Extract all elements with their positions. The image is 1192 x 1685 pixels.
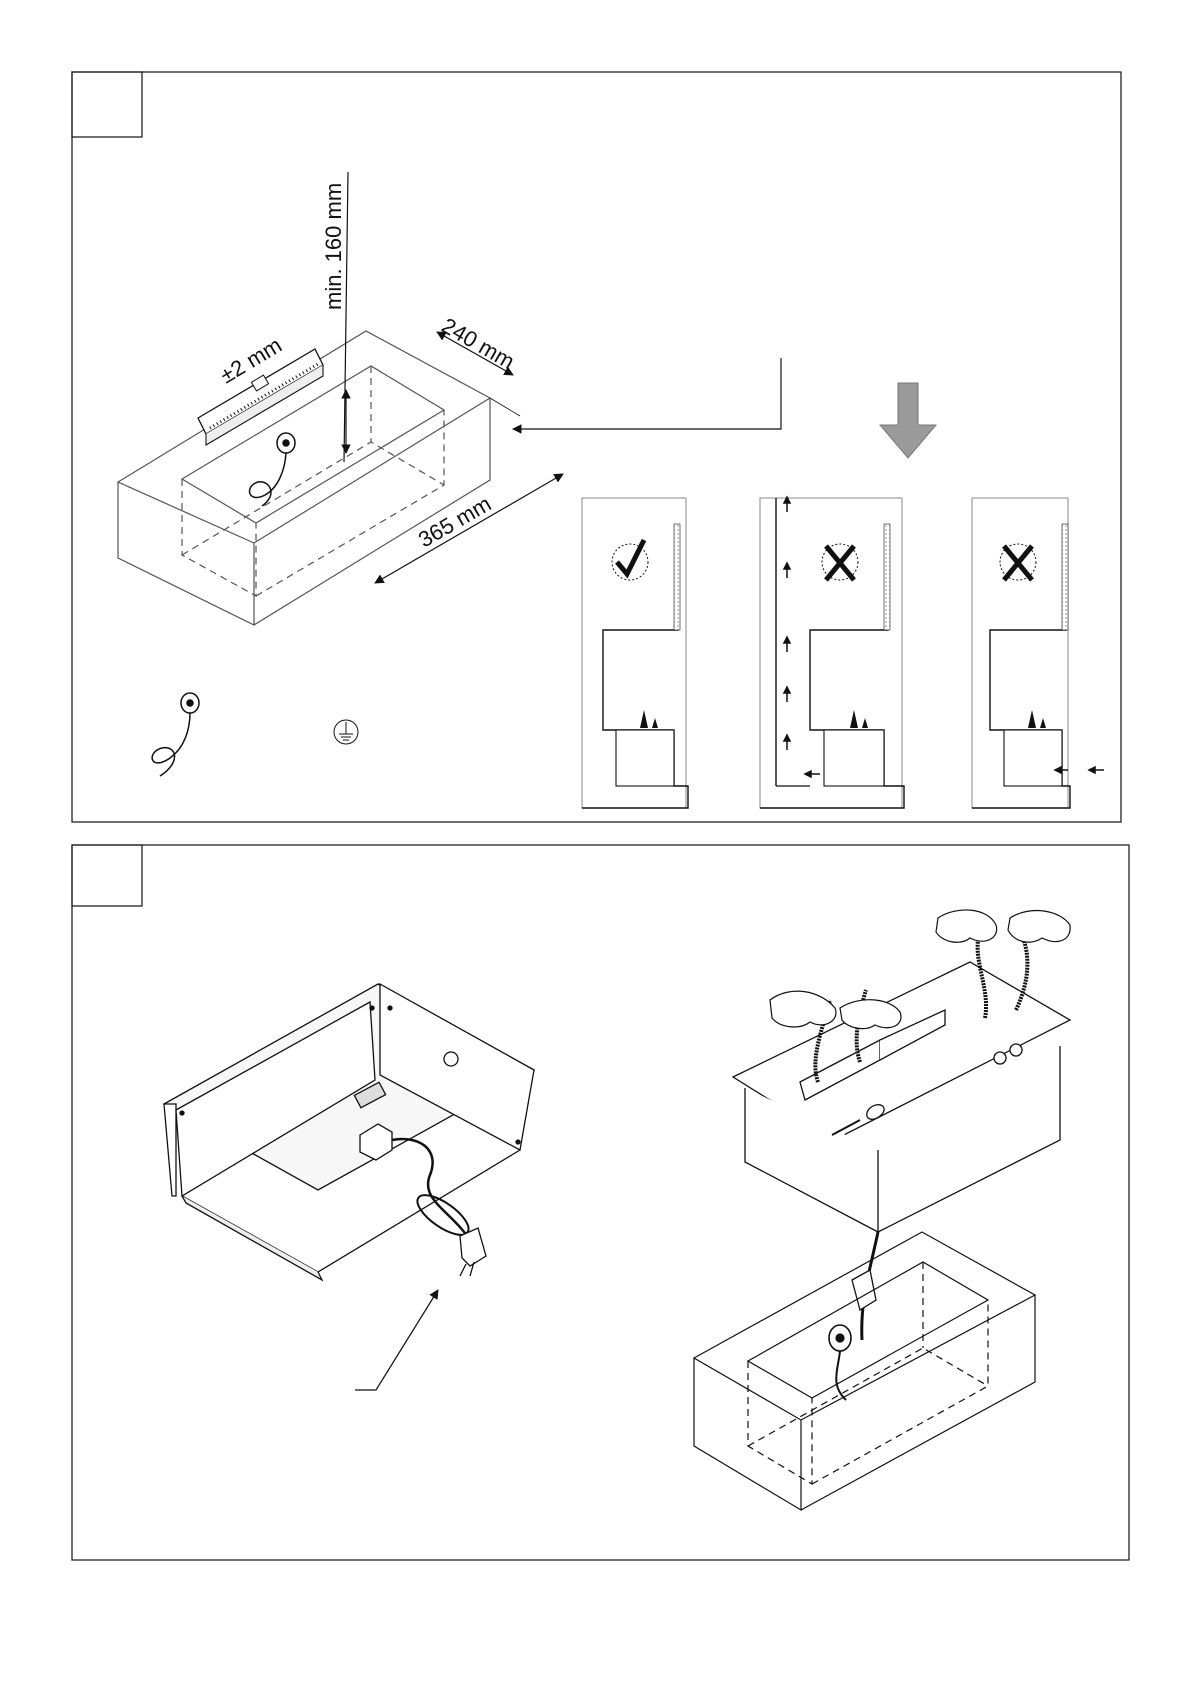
down-arrow-icon bbox=[880, 383, 936, 458]
panel-top: ±2 mm min. 160 mm 240 mm 365 mm bbox=[72, 72, 1121, 822]
cross-mark-icon bbox=[822, 544, 858, 580]
dim-length: 365 mm bbox=[414, 491, 495, 552]
cross-mark-icon-2 bbox=[1000, 544, 1036, 580]
panel-bottom-border bbox=[72, 845, 1129, 1560]
dim-min-height: min. 160 mm bbox=[321, 183, 346, 310]
dim-depth: 240 mm bbox=[438, 313, 519, 374]
wall-diagram-correct bbox=[582, 498, 688, 808]
burner-housing-underside bbox=[164, 984, 534, 1280]
step-number-box-2 bbox=[72, 845, 142, 906]
wall-diagram-wrong-gap bbox=[760, 497, 904, 808]
wall-diagram-wrong-airflow bbox=[972, 498, 1104, 808]
panel-bottom bbox=[72, 845, 1129, 1560]
ground-symbol-icon bbox=[334, 720, 358, 744]
step-number-box-1 bbox=[72, 72, 142, 137]
plug-cord-icon bbox=[152, 693, 199, 776]
pointer-arrow bbox=[513, 358, 781, 429]
plug-pointer-line bbox=[355, 1290, 438, 1390]
socket-cord-icon bbox=[250, 433, 295, 506]
